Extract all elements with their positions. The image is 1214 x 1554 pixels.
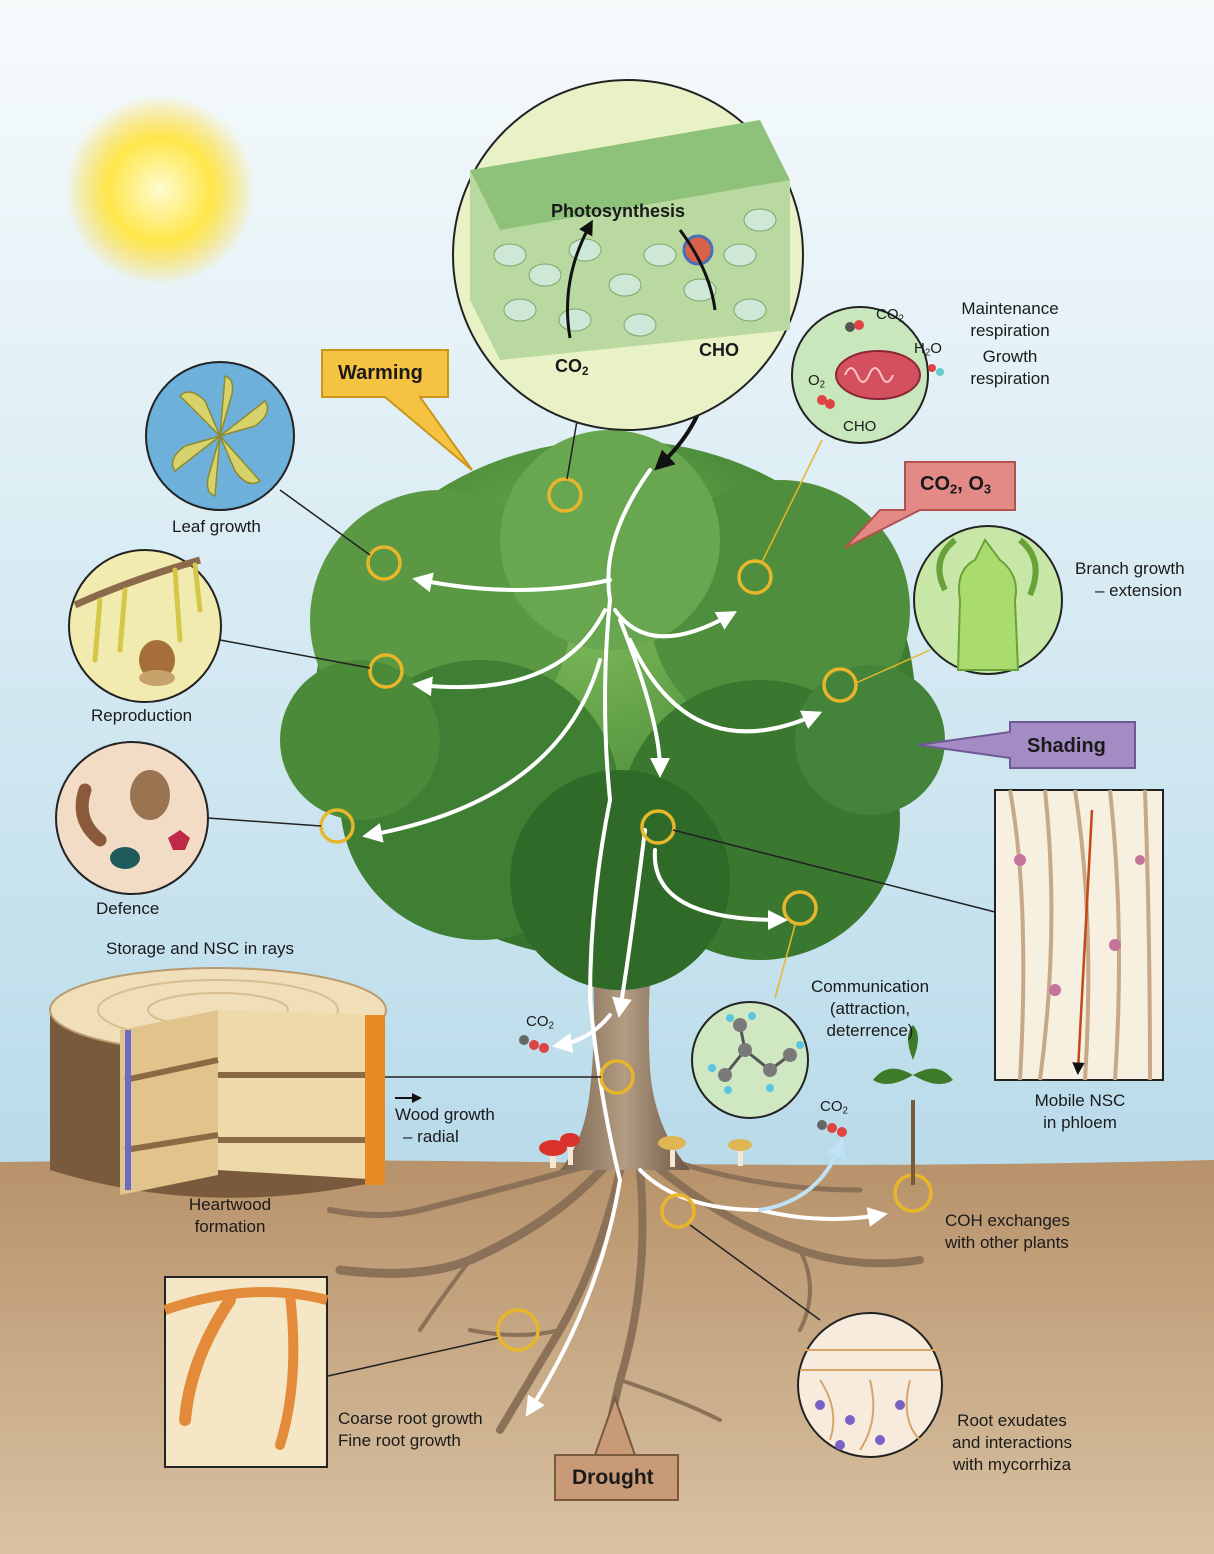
communication-label: Communication(attraction,deterrence) (800, 976, 940, 1042)
storage-rays-label: Storage and NSC in rays (106, 938, 294, 960)
sun-icon (65, 95, 255, 285)
growth-respiration-label: Growthrespiration (950, 346, 1070, 390)
reproduction-inset (69, 550, 221, 702)
defence-inset (56, 742, 208, 894)
branch-growth-label: Branch growth– extension (1075, 558, 1185, 602)
defence-label: Defence (96, 898, 159, 920)
root-growth-label: Coarse root growthFine root growth (338, 1408, 483, 1452)
coh-exchange-label: COH exchangeswith other plants (945, 1210, 1070, 1254)
leaf-growth-label: Leaf growth (172, 516, 261, 538)
trunk-co2-label: CO2 (526, 1013, 554, 1031)
heartwood-label: Heartwoodformation (170, 1194, 290, 1238)
wood-growth-label: Wood growth– radial (395, 1104, 495, 1148)
reproduction-label: Reproduction (91, 705, 192, 727)
root-exudates-label: Root exudatesand interactionswith mycorr… (942, 1410, 1082, 1476)
soil-co2-label: CO2 (820, 1098, 848, 1116)
co2-label: CO2 (555, 356, 589, 378)
photosynthesis-label: Photosynthesis (551, 201, 685, 222)
mycorrhiza-inset (798, 1313, 942, 1457)
co2-o3-label: CO2, O3 (920, 472, 991, 501)
respiration-o2-label: O2 (808, 372, 825, 390)
phloem-inset (995, 790, 1163, 1080)
communication-molecule-inset (692, 1002, 808, 1118)
respiration-h2o-label: H2O (914, 340, 942, 358)
leaf-growth-inset (146, 362, 294, 510)
shading-label: Shading (1027, 734, 1106, 758)
root-growth-inset (165, 1277, 327, 1467)
warming-label: Warming (338, 361, 423, 385)
cho-label: CHO (699, 340, 739, 361)
mobile-nsc-label: Mobile NSCin phloem (1020, 1090, 1140, 1134)
respiration-co2-label: CO2 (876, 306, 904, 324)
respiration-cho-label: CHO (843, 418, 876, 435)
maintenance-respiration-label: Maintenancerespiration (950, 298, 1070, 342)
leaf-section-inset (453, 80, 803, 430)
branch-growth-inset (914, 526, 1062, 674)
wood-block-inset (50, 968, 386, 1198)
drought-label: Drought (572, 1466, 654, 1490)
